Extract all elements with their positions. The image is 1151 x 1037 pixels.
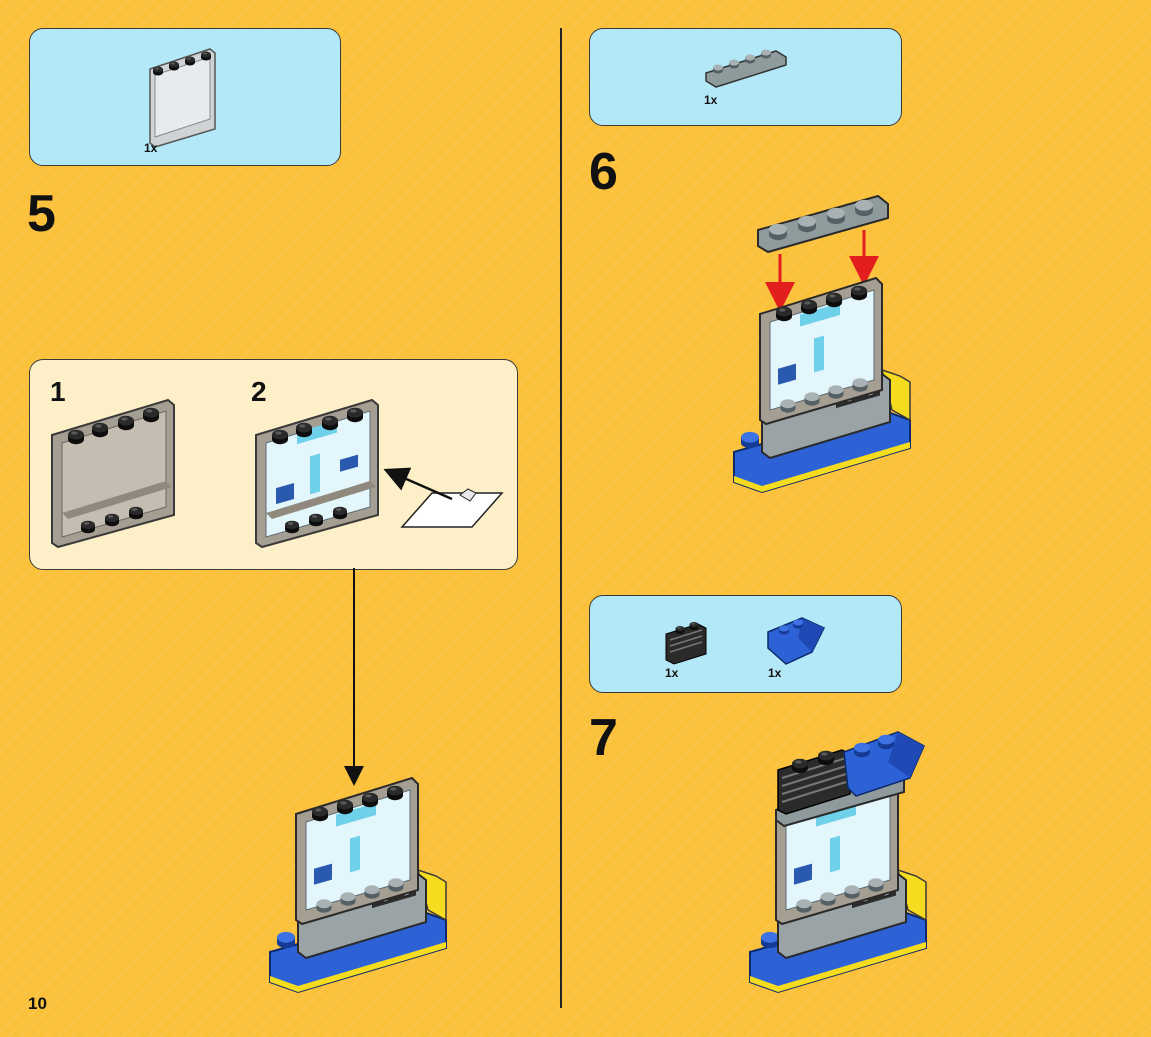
- substep-1-number: 1: [50, 376, 66, 407]
- step-6-model-image: [733, 194, 911, 494]
- step-7-number: 7: [589, 709, 618, 767]
- step-7-model-image: [749, 731, 927, 994]
- column-divider: [560, 28, 562, 1008]
- step-5-part-qty: 1x: [144, 141, 158, 155]
- panel-icon: [149, 48, 216, 148]
- grille-brick-icon: [665, 621, 707, 665]
- step-5-number: 5: [27, 185, 56, 243]
- step-6-part-qty: 1x: [704, 93, 718, 107]
- substep-2-number: 2: [251, 376, 267, 407]
- step-5-model-image: [269, 776, 447, 994]
- page-number: 10: [28, 994, 47, 1013]
- substep-1-panel-image: [51, 398, 175, 549]
- step-7-part-1-qty: 1x: [665, 666, 679, 680]
- callout-arrow: [344, 568, 364, 786]
- step-7-part-2-qty: 1x: [768, 666, 782, 680]
- step-7-parts-panel: 1x 1x: [589, 595, 902, 693]
- step-5-parts-panel: 1x: [29, 28, 341, 166]
- step-6-parts-panel: 1x: [589, 28, 902, 126]
- blue-slope-icon: [767, 617, 826, 665]
- subassembly-callout: 1 2: [29, 359, 518, 570]
- step-6-number: 6: [589, 143, 618, 201]
- plate-1x4-icon: [705, 49, 787, 88]
- substep-2-panel-image: [255, 398, 504, 549]
